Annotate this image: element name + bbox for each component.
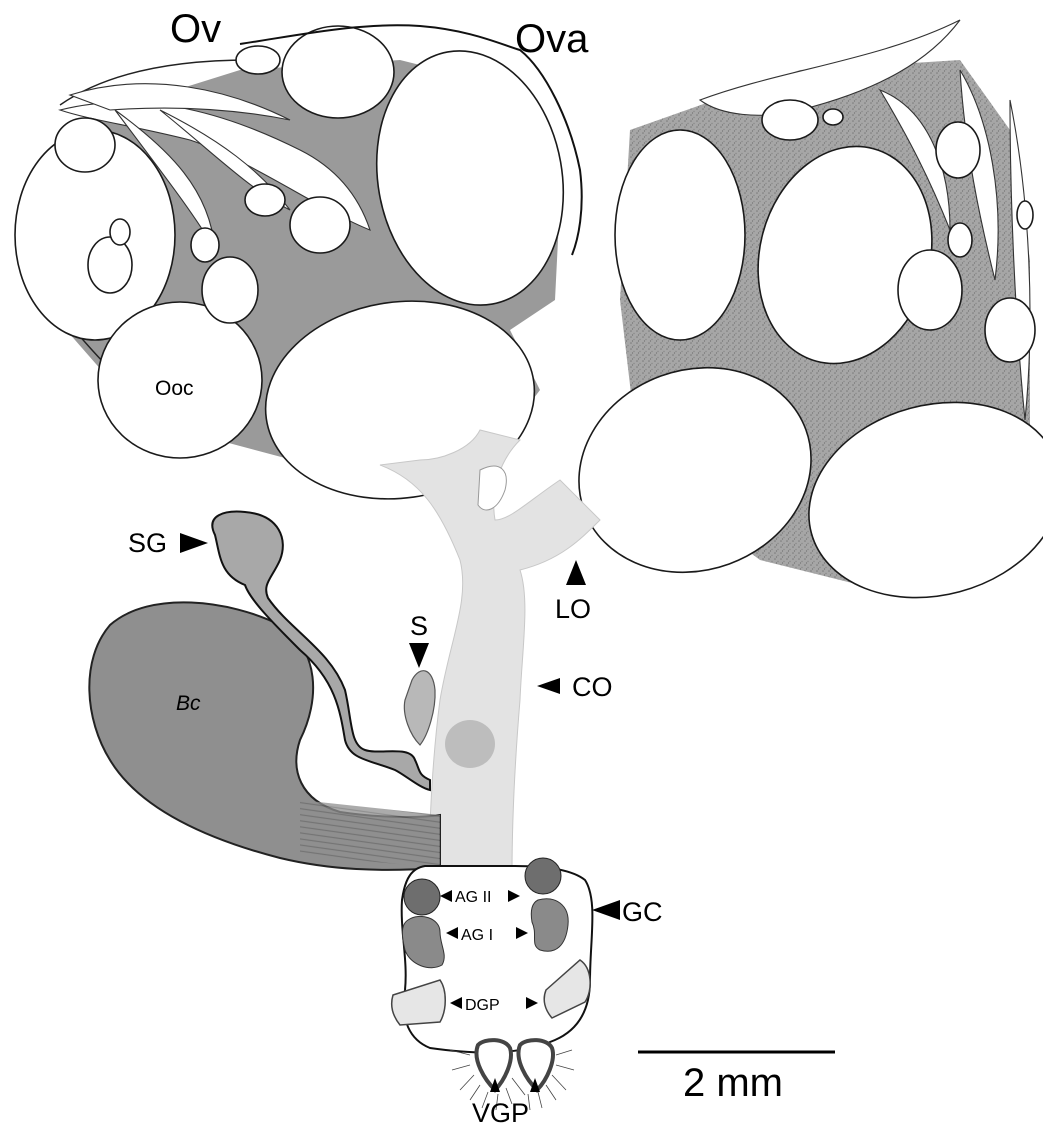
label-dgp: DGP	[465, 997, 500, 1014]
right-oocyte-small-3	[936, 122, 980, 178]
arrow-gc	[592, 900, 620, 920]
label-s: S	[410, 611, 428, 641]
left-oocyte-small-3	[202, 257, 258, 323]
accessory-gland-ii-right	[525, 858, 561, 894]
arrow-sg	[180, 533, 208, 553]
arrow-lo	[566, 560, 586, 585]
left-oocyte-top	[282, 26, 394, 118]
left-oocyte-small-1	[55, 118, 115, 172]
right-ovary	[550, 20, 1043, 625]
label-ov: Ov	[170, 7, 221, 51]
right-oocyte-small-5	[762, 100, 818, 140]
label-lo: LO	[555, 594, 591, 624]
accessory-gland-ii-left	[404, 879, 440, 915]
dorsal-gonapophysis-left	[392, 980, 446, 1025]
label-ova: Ova	[515, 17, 589, 61]
right-oocyte-small-2	[985, 298, 1035, 362]
right-oocyte-small-4	[948, 223, 972, 257]
left-oocyte-small-7	[110, 219, 130, 245]
oviduct-fold	[478, 466, 506, 510]
label-vgp: VGP	[472, 1098, 529, 1126]
arrow-co	[537, 678, 560, 694]
scale-bar-label: 2 mm	[683, 1061, 783, 1105]
accessory-gland-i-right	[531, 899, 568, 952]
right-oocyte-small-7	[1017, 201, 1033, 229]
label-co: CO	[572, 672, 613, 702]
label-sg: SG	[128, 528, 167, 558]
right-oocyte-small-1	[898, 250, 962, 330]
label-ag2: AG II	[455, 889, 491, 906]
label-bc: Bc	[176, 692, 201, 715]
oviduct-dark-spot	[445, 720, 495, 768]
scale-bar: 2 mm	[638, 1052, 835, 1105]
label-gc: GC	[622, 897, 663, 927]
right-oocyte-mid-left	[615, 130, 745, 340]
left-oocyte-small-5	[245, 184, 285, 216]
label-ag1: AG I	[461, 927, 493, 944]
left-oocyte-small-6	[191, 228, 219, 262]
left-oocyte-small-4	[290, 197, 350, 253]
left-oocyte-small-2	[88, 237, 132, 293]
spermatheca	[404, 671, 435, 745]
arrow-s	[409, 643, 429, 668]
left-oocyte-small-8	[236, 46, 280, 74]
right-oocyte-small-6	[823, 109, 843, 125]
label-ooc: Ooc	[155, 377, 194, 400]
